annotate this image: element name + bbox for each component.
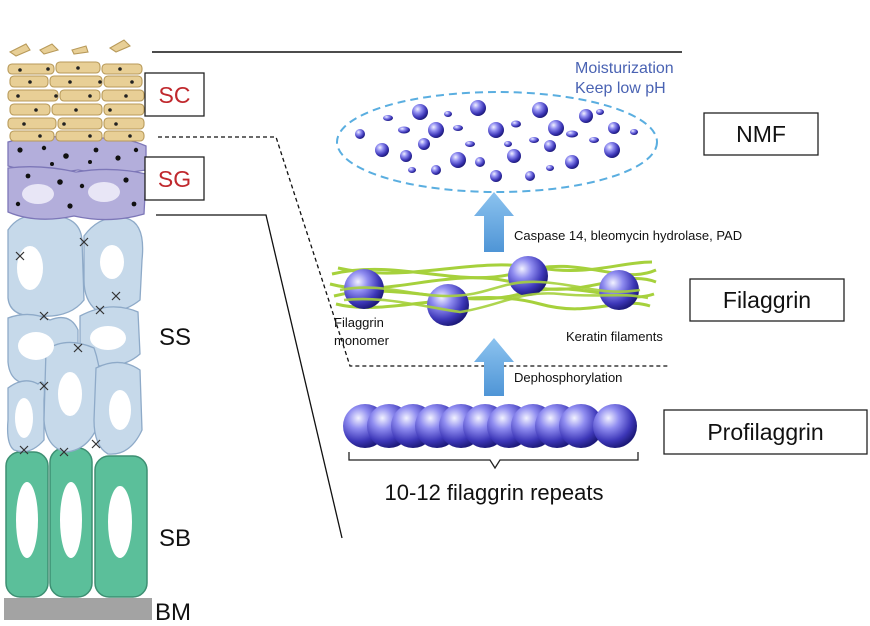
- dephosphorylation-label: Dephosphorylation: [514, 370, 622, 385]
- sg-label-box: SG: [144, 156, 205, 201]
- dephosphorylation-arrow: Dephosphorylation: [474, 338, 622, 396]
- keratin-filaments-front: [339, 280, 649, 314]
- nmf-cloud: Moisturization Keep low pH: [336, 60, 674, 193]
- stratum-basale-cells: [5, 447, 148, 598]
- nmf-box: NMF: [703, 112, 819, 156]
- filaggrin-label: Filaggrin: [723, 287, 811, 313]
- moisturization-label: Moisturization: [575, 60, 674, 77]
- repeats-brace: [348, 452, 639, 470]
- bm-label: BM: [155, 599, 191, 626]
- filaggrin-box: Filaggrin: [689, 278, 845, 322]
- nmf-particles: [355, 100, 638, 182]
- solid-connector: [156, 214, 343, 539]
- stratum-granulosum-cells: [7, 135, 147, 221]
- profilaggrin-chain: [343, 404, 637, 448]
- caspase-arrow: Caspase 14, bleomycin hydrolase, PAD: [474, 192, 742, 252]
- sg-label: SG: [158, 166, 191, 192]
- sc-label: SC: [159, 82, 191, 108]
- stratum-corneum-cells: [7, 39, 145, 142]
- nmf-label: NMF: [736, 121, 786, 147]
- basement-membrane: [4, 598, 152, 620]
- filaggrin-monomer-label-1: Filaggrin: [334, 315, 384, 330]
- stratum-spinosum-cells: [6, 214, 144, 457]
- keratin-filaments-label: Keratin filaments: [566, 329, 663, 344]
- filaggrin-monomer-label-2: monomer: [334, 333, 390, 348]
- epidermis-column: [4, 39, 152, 620]
- ss-label: SS: [159, 324, 191, 351]
- profilaggrin-label: Profilaggrin: [707, 419, 823, 445]
- sc-label-box: SC: [144, 72, 205, 117]
- sb-label: SB: [159, 525, 191, 552]
- dashed-connector: [158, 136, 670, 367]
- profilaggrin-box: Profilaggrin: [663, 409, 868, 455]
- caspase-label: Caspase 14, bleomycin hydrolase, PAD: [514, 228, 742, 243]
- repeats-label: 10-12 filaggrin repeats: [385, 480, 604, 505]
- corneum-desmosomes: [16, 66, 134, 138]
- keep-low-ph-label: Keep low pH: [575, 80, 666, 97]
